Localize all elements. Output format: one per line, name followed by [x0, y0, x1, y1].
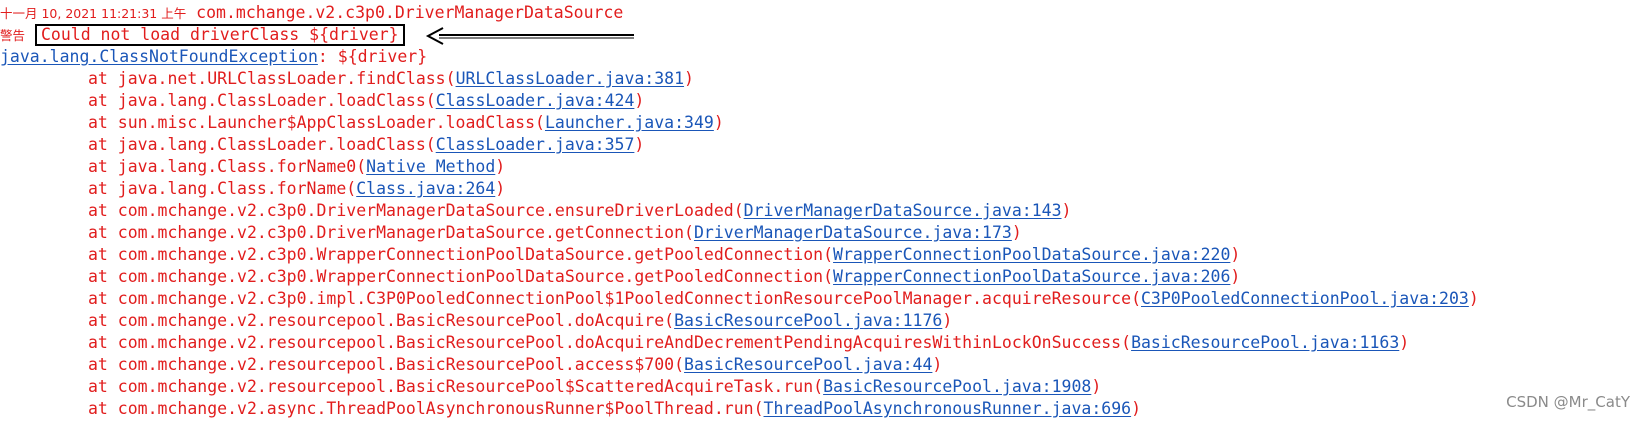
log-source: com.mchange.v2.c3p0.DriverManagerDataSou… — [196, 3, 624, 22]
paren-open: ( — [664, 311, 675, 330]
stack-frame-method: at com.mchange.v2.async.ThreadPoolAsynch… — [88, 399, 754, 418]
paren-close: ) — [634, 135, 645, 154]
stack-frame-method: at com.mchange.v2.c3p0.WrapperConnection… — [88, 245, 824, 264]
paren-close: ) — [1468, 289, 1479, 308]
stack-frame-method: at java.net.URLClassLoader.findClass — [88, 69, 446, 88]
stack-frame-method: at com.mchange.v2.resourcepool.BasicReso… — [88, 311, 665, 330]
paren-open: ( — [753, 399, 764, 418]
exception-class-link[interactable]: java.lang.ClassNotFoundException — [0, 47, 318, 66]
stack-frame-method: at java.lang.Class.forName0 — [88, 157, 357, 176]
warning-message-highlight: Could not load driverClass ${driver} — [34, 24, 405, 46]
stack-frame: at com.mchange.v2.c3p0.impl.C3P0PooledCo… — [88, 288, 1479, 310]
stack-frame: at java.lang.Class.forName(Class.java:26… — [88, 178, 505, 200]
paren-open: ( — [684, 223, 694, 242]
stack-frame-method: at com.mchange.v2.c3p0.WrapperConnection… — [88, 267, 824, 286]
paren-open: ( — [346, 179, 357, 198]
paren-open: ( — [535, 113, 545, 132]
stack-frame-method: at com.mchange.v2.c3p0.impl.C3P0PooledCo… — [88, 289, 1132, 308]
paren-open: ( — [823, 245, 834, 264]
stack-frame-location-link[interactable]: DriverManagerDataSource.java:173 — [693, 223, 1012, 242]
paren-close: ) — [634, 91, 645, 110]
stack-frame-method: at com.mchange.v2.resourcepool.BasicReso… — [88, 377, 814, 396]
paren-open: ( — [823, 267, 834, 286]
stack-frame-method: at com.mchange.v2.c3p0.DriverManagerData… — [88, 223, 685, 242]
log-header-line: 十一月 10, 2021 11:21:31 上午 com.mchange.v2.… — [0, 2, 623, 24]
stack-frame: at com.mchange.v2.resourcepool.BasicReso… — [88, 354, 942, 376]
paren-open: ( — [1121, 333, 1132, 352]
stack-frame-location-link[interactable]: WrapperConnectionPoolDataSource.java:206 — [833, 267, 1231, 286]
stack-frame-method: at com.mchange.v2.c3p0.DriverManagerData… — [88, 201, 734, 220]
stack-frame-location-link[interactable]: BasicResourcePool.java:44 — [684, 355, 933, 374]
stack-frame-location-link[interactable]: Native Method — [366, 157, 496, 176]
stack-frame: at java.net.URLClassLoader.findClass(URL… — [88, 68, 694, 90]
stack-frame: at com.mchange.v2.resourcepool.BasicReso… — [88, 332, 1409, 354]
paren-open: ( — [425, 135, 436, 154]
log-timestamp: 十一月 10, 2021 11:21:31 上午 — [0, 6, 187, 21]
stack-frame: at java.lang.ClassLoader.loadClass(Class… — [88, 134, 644, 156]
paren-close: ) — [1399, 333, 1410, 352]
paren-close: ) — [942, 311, 953, 330]
paren-open: ( — [356, 157, 367, 176]
stack-frame-location-link[interactable]: DriverManagerDataSource.java:143 — [743, 201, 1062, 220]
stack-frame: at com.mchange.v2.c3p0.WrapperConnection… — [88, 266, 1240, 288]
paren-close: ) — [1061, 201, 1072, 220]
paren-close: ) — [495, 157, 506, 176]
paren-close: ) — [495, 179, 506, 198]
paren-open: ( — [445, 69, 456, 88]
stack-frame: at com.mchange.v2.resourcepool.BasicReso… — [88, 376, 1101, 398]
paren-close: ) — [1230, 267, 1241, 286]
paren-open: ( — [733, 201, 744, 220]
stack-frame-location-link[interactable]: Launcher.java:349 — [544, 113, 714, 132]
stack-frame-method: at java.lang.ClassLoader.loadClass — [88, 135, 426, 154]
stack-frame: at sun.misc.Launcher$AppClassLoader.load… — [88, 112, 724, 134]
warning-line: 警告 Could not load driverClass ${driver} — [0, 24, 405, 46]
paren-close: ) — [1131, 399, 1142, 418]
paren-close: ) — [1011, 223, 1022, 242]
exception-line: java.lang.ClassNotFoundException: ${driv… — [0, 46, 427, 68]
stack-frame-location-link[interactable]: C3P0PooledConnectionPool.java:203 — [1141, 289, 1469, 308]
stack-frame-method: at com.mchange.v2.resourcepool.BasicReso… — [88, 355, 675, 374]
stack-frame: at com.mchange.v2.c3p0.DriverManagerData… — [88, 222, 1022, 244]
stack-frame-location-link[interactable]: URLClassLoader.java:381 — [455, 69, 685, 88]
stack-frame: at java.lang.ClassLoader.loadClass(Class… — [88, 90, 644, 112]
stack-frame-location-link[interactable]: ClassLoader.java:424 — [435, 91, 635, 110]
stack-frame-method: at java.lang.Class.forName — [88, 179, 347, 198]
warning-level: 警告 — [0, 28, 26, 43]
stack-frame: at java.lang.Class.forName0(Native Metho… — [88, 156, 505, 178]
stack-frame-location-link[interactable]: BasicResourcePool.java:1176 — [674, 311, 943, 330]
paren-open: ( — [813, 377, 824, 396]
paren-close: ) — [1091, 377, 1102, 396]
warning-message: Could not load driverClass ${driver} — [40, 25, 399, 44]
stack-frame-method: at sun.misc.Launcher$AppClassLoader.load… — [88, 113, 536, 132]
stack-frame: at com.mchange.v2.resourcepool.BasicReso… — [88, 310, 952, 332]
arrow-annotation — [425, 27, 634, 45]
paren-open: ( — [1131, 289, 1141, 308]
stack-frame: at com.mchange.v2.async.ThreadPoolAsynch… — [88, 398, 1141, 420]
stack-frame: at com.mchange.v2.c3p0.DriverManagerData… — [88, 200, 1071, 222]
stack-frame-location-link[interactable]: Class.java:264 — [356, 179, 496, 198]
stack-frame-location-link[interactable]: BasicResourcePool.java:1908 — [823, 377, 1092, 396]
paren-close: ) — [1230, 245, 1241, 264]
paren-open: ( — [674, 355, 685, 374]
stack-frame-location-link[interactable]: ClassLoader.java:357 — [435, 135, 635, 154]
stack-frame-location-link[interactable]: WrapperConnectionPoolDataSource.java:220 — [833, 245, 1231, 264]
paren-close: ) — [684, 69, 694, 88]
paren-close: ) — [713, 113, 724, 132]
stack-frame-method: at com.mchange.v2.resourcepool.BasicReso… — [88, 333, 1122, 352]
stack-frame: at com.mchange.v2.c3p0.WrapperConnection… — [88, 244, 1240, 266]
watermark: CSDN @Mr_CatY — [1506, 393, 1630, 411]
stack-frame-location-link[interactable]: ThreadPoolAsynchronousRunner.java:696 — [763, 399, 1132, 418]
stack-frame-location-link[interactable]: BasicResourcePool.java:1163 — [1131, 333, 1400, 352]
exception-detail: : ${driver} — [317, 47, 428, 66]
paren-close: ) — [932, 355, 943, 374]
paren-open: ( — [425, 91, 436, 110]
stack-frame-method: at java.lang.ClassLoader.loadClass — [88, 91, 426, 110]
